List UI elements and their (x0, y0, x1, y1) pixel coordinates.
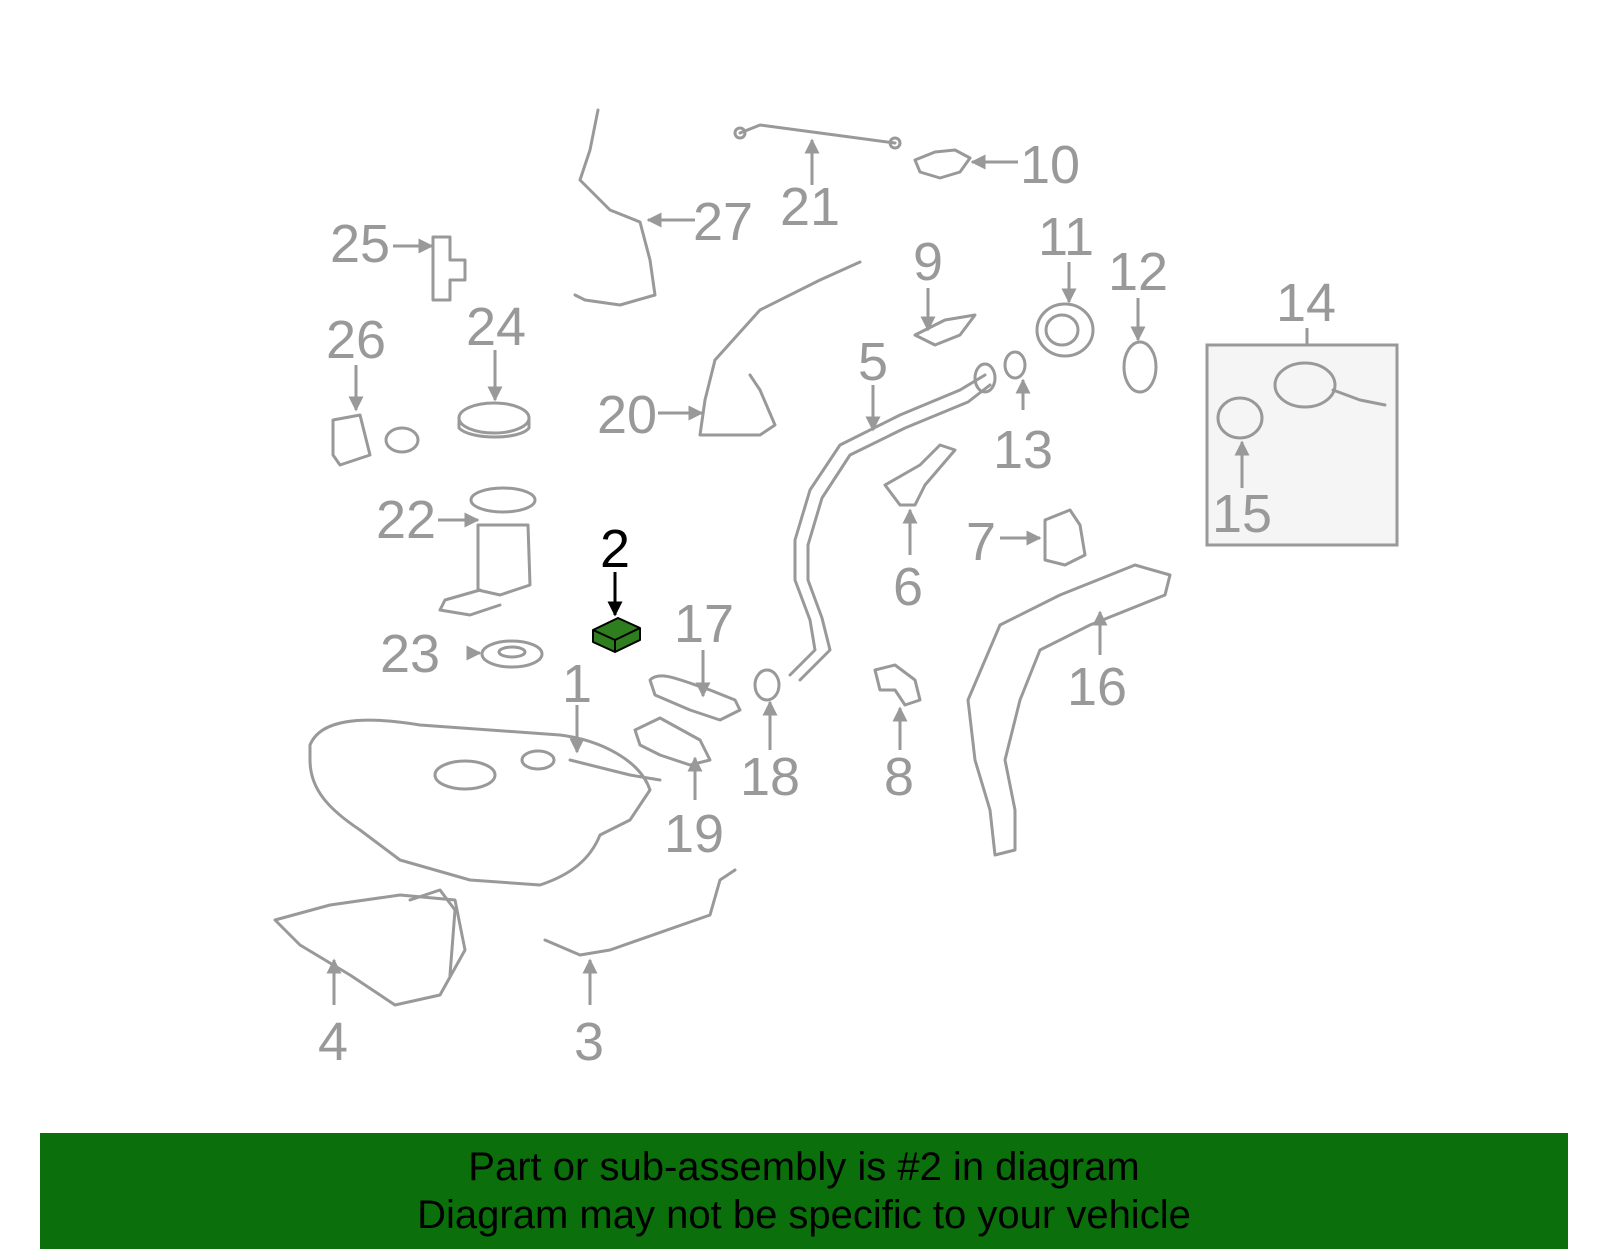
callout-18: 18 (740, 747, 800, 807)
part-18-clamp (753, 668, 781, 702)
callout-20: 20 (597, 385, 657, 445)
part-17-hose (648, 674, 742, 722)
part-6-bracket (883, 443, 957, 507)
callout-19: 19 (664, 804, 724, 864)
callout-1: 1 (562, 654, 592, 714)
callout-3: 3 (574, 1012, 604, 1072)
part-14-cap (1273, 361, 1337, 409)
callout-5: 5 (858, 332, 888, 392)
part-23-gasket (480, 639, 544, 669)
part-9-bracket (913, 313, 977, 347)
part-21-line (738, 123, 897, 145)
part-20-vent-tube (698, 260, 862, 437)
callout-9: 9 (913, 232, 943, 292)
callout-13: 13 (993, 420, 1053, 480)
part-1-fuel-tank (308, 718, 652, 887)
callout-4: 4 (318, 1012, 348, 1072)
callout-17: 17 (674, 594, 734, 654)
part-7-bracket (1043, 508, 1087, 567)
part-12-o-ring (1122, 340, 1158, 394)
part-24-lock-ring (457, 401, 531, 435)
callout-8: 8 (884, 747, 914, 807)
part-15-gasket (1216, 396, 1264, 440)
part-10-valve (913, 148, 972, 180)
part-3-strap (543, 868, 737, 957)
callout-26: 26 (326, 310, 386, 370)
part-4-heat-shield (273, 893, 467, 1007)
info-banner: Part or sub-assembly is #2 in diagram Di… (40, 1133, 1568, 1249)
callout-2: 2 (600, 519, 630, 579)
callout-21: 21 (780, 177, 840, 237)
leader-arrows (326, 138, 1309, 1005)
callout-14: 14 (1276, 273, 1336, 333)
callout-11: 11 (1038, 207, 1094, 267)
part-1-tank-port-2 (520, 749, 556, 771)
callout-10: 10 (1020, 135, 1080, 195)
banner-line-2: Diagram may not be specific to your vehi… (417, 1193, 1191, 1237)
part-drawings (273, 108, 1387, 1007)
part-11-filler-neck (1035, 302, 1095, 358)
callout-15: 15 (1212, 484, 1272, 544)
banner-line-1: Part or sub-assembly is #2 in diagram (468, 1145, 1140, 1189)
part-5-filler-pipe (788, 373, 987, 677)
part-2-highlighted (592, 617, 641, 653)
part-1-hose (568, 758, 662, 782)
callout-25: 25 (330, 214, 390, 274)
part-8-clip (873, 663, 922, 707)
callout-27: 27 (693, 192, 753, 252)
part-13-o-ring (1003, 350, 1027, 380)
callout-16: 16 (1067, 657, 1127, 717)
callout-23: 23 (380, 624, 440, 684)
callout-7: 7 (966, 512, 996, 572)
part-26-sensor (331, 413, 372, 467)
callout-6: 6 (893, 557, 923, 617)
part-25-connector (431, 235, 467, 302)
callout-12: 12 (1108, 242, 1168, 302)
part-19-hose (633, 716, 712, 767)
part-27-line (573, 108, 657, 307)
callout-labels: 1 2 3 4 5 6 7 8 9 10 11 12 13 14 15 16 1… (318, 135, 1336, 1072)
callout-22: 22 (376, 490, 436, 550)
callout-24: 24 (466, 297, 526, 357)
part-1-tank-port (433, 759, 497, 791)
part-16-shield (966, 563, 1172, 857)
part-22-pump-flange (469, 486, 537, 514)
